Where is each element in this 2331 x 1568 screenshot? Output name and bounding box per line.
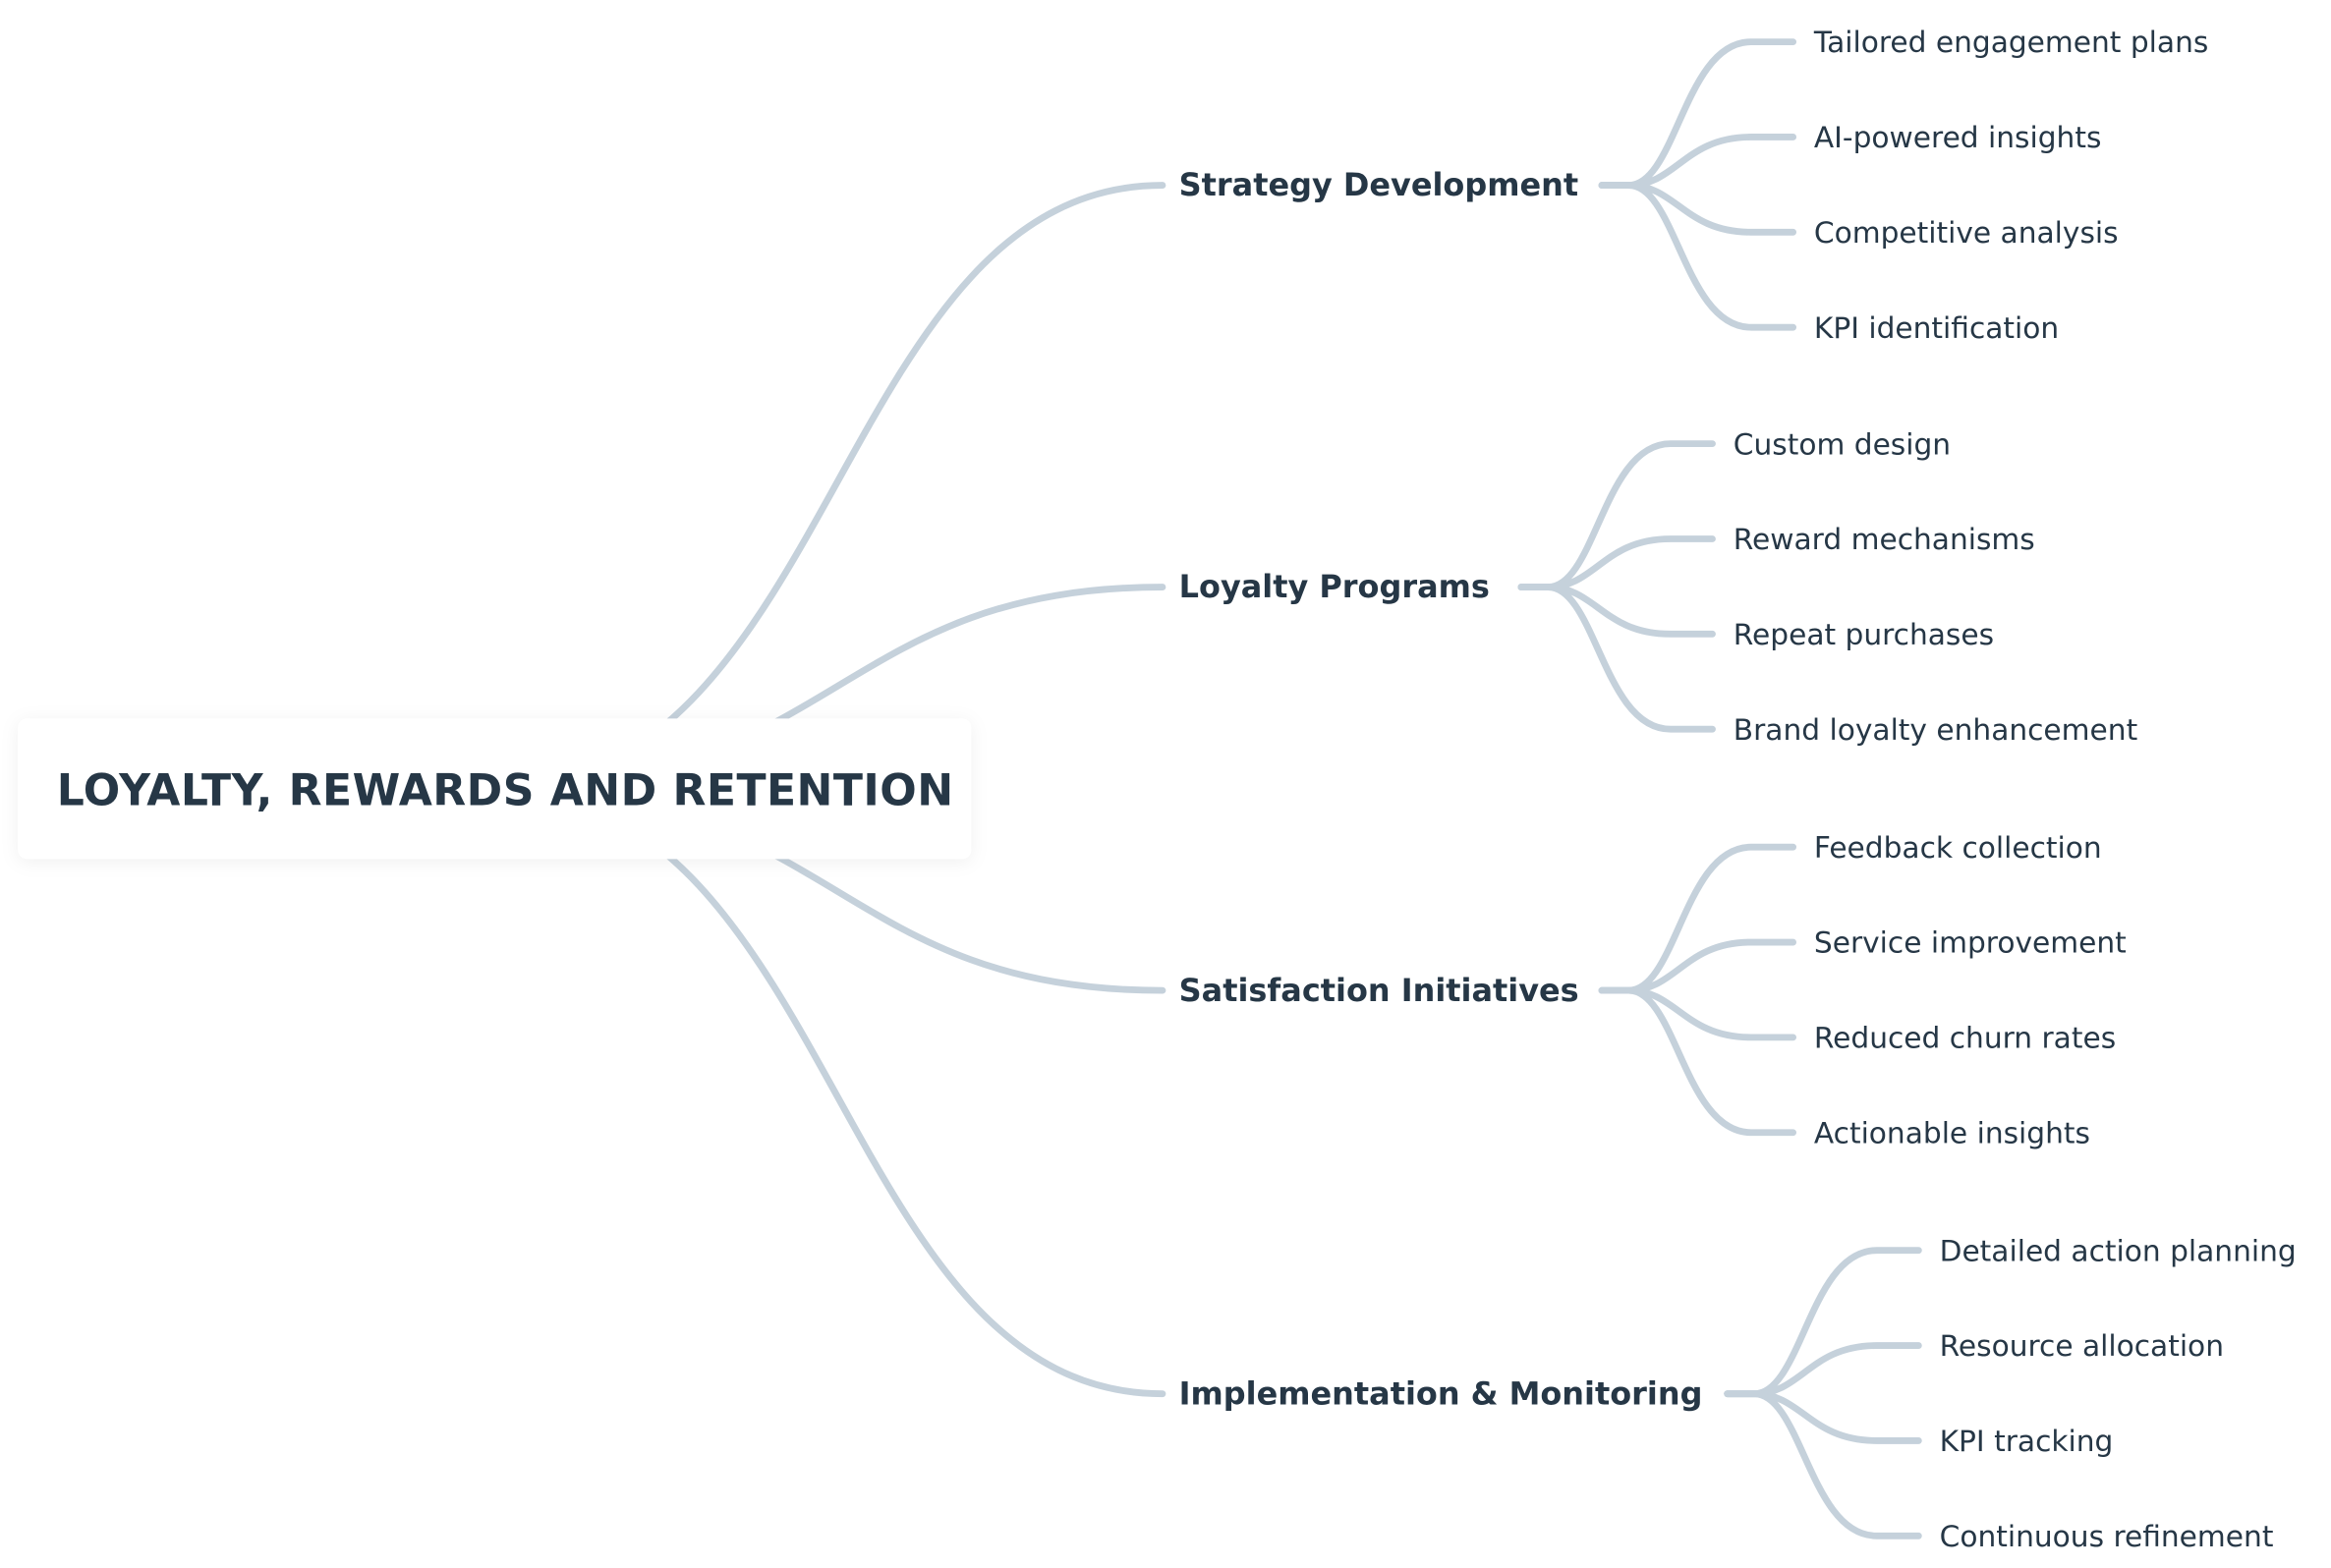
branch-leaf-connector [1517,535,1716,591]
leaf-label[interactable]: Detailed action planning [1940,1233,2297,1267]
branch-leaf-connector [1598,986,1797,1041]
branch-leaf-connector [1598,38,1797,189]
leaf-label[interactable]: Continuous refinement [1940,1519,2274,1553]
leaf-label[interactable]: Custom design [1734,426,1951,461]
leaf-label[interactable]: KPI identification [1814,310,2059,345]
root-branch-connector [489,182,1166,793]
branch-leaf-connector [1724,1247,1922,1398]
branch-leaf-connector [1517,584,1716,733]
root-node-box [18,718,972,860]
branch-leaf-connector [1598,182,1797,331]
leaf-label[interactable]: Repeat purchases [1734,617,1994,651]
branch-label: Loyalty Programs [1179,568,1490,605]
branch-label: Strategy Development [1179,166,1578,203]
nodes: LOYALTY, REWARDS AND RETENTION Strategy … [18,25,2297,1553]
branch-label: Satisfaction Initiatives [1179,972,1579,1009]
root-node-label: LOYALTY, REWARDS AND RETENTION [57,766,954,816]
leaf-label[interactable]: Reduced churn rates [1814,1021,2116,1055]
branch-node[interactable]: Implementation & Monitoring [1179,1374,1703,1412]
branch-node[interactable]: Strategy Development [1179,166,1578,203]
branch-leaf-connector [1724,1390,1922,1444]
leaf-label[interactable]: Reward mechanisms [1734,522,2035,556]
branch-node[interactable]: Satisfaction Initiatives [1179,972,1579,1009]
root-node[interactable]: LOYALTY, REWARDS AND RETENTION [18,718,972,860]
branch-leaf-connector [1517,584,1716,638]
branch-leaf-connector [1598,938,1797,994]
branch-label: Implementation & Monitoring [1179,1374,1703,1412]
leaf-label[interactable]: KPI tracking [1940,1424,2114,1458]
leaf-label[interactable]: Service improvement [1814,925,2127,960]
leaf-label[interactable]: Resource allocation [1940,1328,2224,1363]
leaf-label[interactable]: Competitive analysis [1814,215,2119,250]
branch-leaf-connector [1724,1342,1922,1398]
branch-leaf-connector [1598,843,1797,994]
root-branch-connector [489,785,1166,1398]
leaf-label[interactable]: Actionable insights [1814,1115,2090,1149]
branch-leaf-connector [1598,182,1797,236]
leaf-label[interactable]: AI-powered insights [1814,120,2102,154]
leaf-label[interactable]: Brand loyalty enhancement [1734,712,2137,747]
leaf-label[interactable]: Tailored engagement plans [1813,25,2208,59]
branch-leaf-connector [1724,1390,1922,1540]
leaf-label[interactable]: Feedback collection [1814,830,2102,865]
branch-leaf-connector [1598,134,1797,189]
branch-leaf-connector [1517,440,1716,591]
branch-node[interactable]: Loyalty Programs [1179,568,1490,605]
branch-leaf-connector [1598,986,1797,1137]
